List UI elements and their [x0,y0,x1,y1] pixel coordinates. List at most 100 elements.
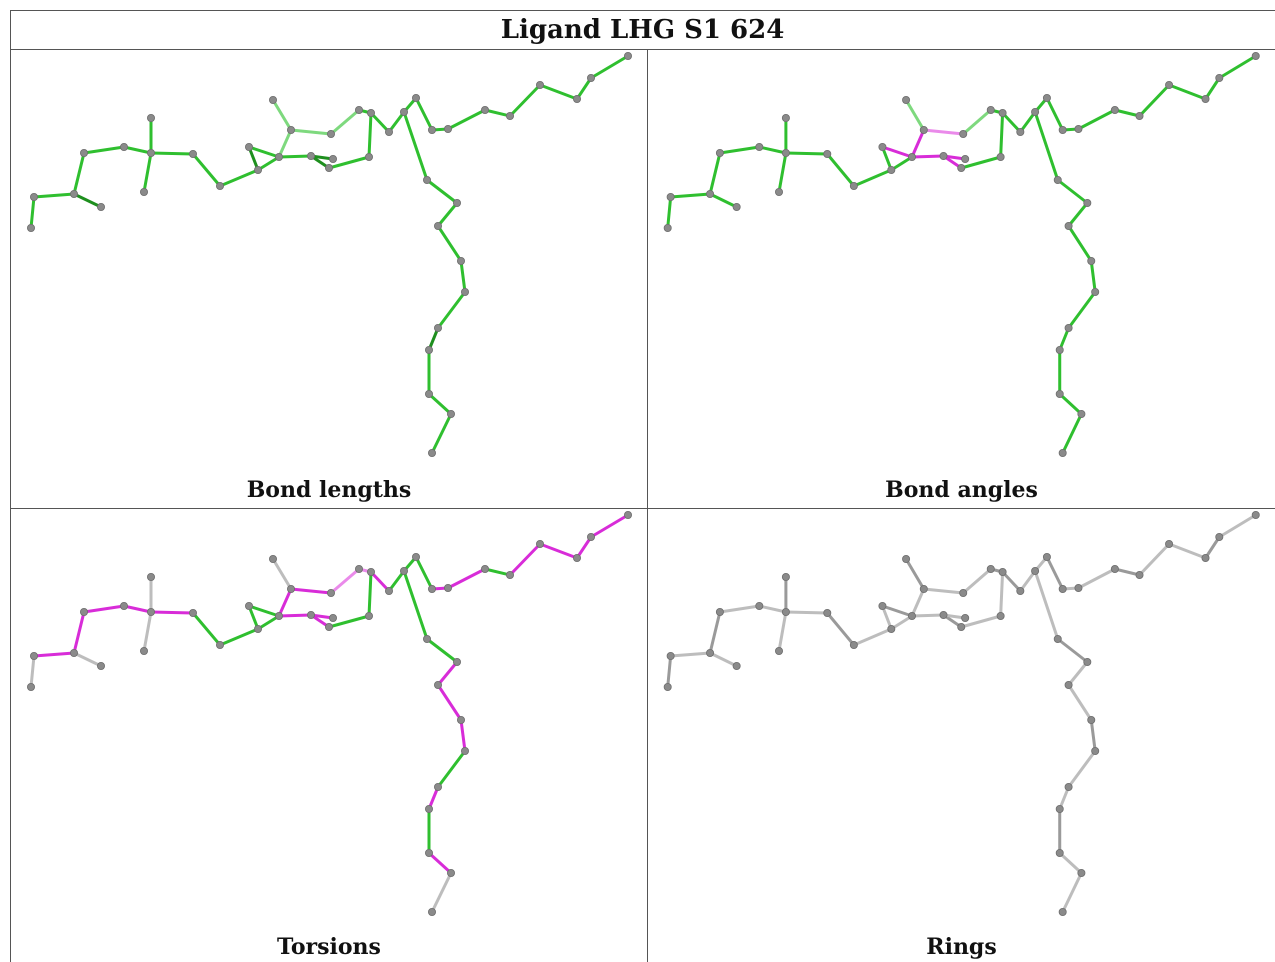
atom [907,153,916,162]
atom [433,221,442,230]
panel-bond-angles [663,52,1260,457]
bond [508,83,542,118]
caption-bond-lengths: Bond lengths [246,477,412,503]
bond [1045,96,1065,132]
atom [986,565,995,574]
atom [939,611,948,620]
atom [1215,73,1224,82]
bond [387,110,406,134]
bond [669,651,712,658]
atom [253,166,262,175]
bond [959,155,1003,170]
bond [122,604,153,614]
bond [414,555,434,591]
bond [999,570,1005,618]
atom [1077,868,1086,877]
atom [422,635,431,644]
bond [1067,201,1089,228]
bond [910,128,926,159]
bond [784,151,829,156]
bond [122,145,153,155]
bond [430,412,453,455]
atom [422,176,431,185]
atom [215,181,224,190]
atom [1251,52,1260,60]
bond [575,76,593,101]
bond [589,513,630,539]
atom [939,152,948,161]
atom [1064,782,1073,791]
atom [505,112,514,121]
bond [142,151,153,194]
atom [666,192,675,201]
atom [80,149,89,158]
atom [755,143,764,152]
atom [424,345,433,354]
bond [1067,224,1093,263]
bond [436,660,459,687]
bond [1204,535,1221,560]
atom [366,568,375,577]
bond [32,192,76,199]
bond [1167,542,1208,560]
atom [456,256,465,265]
atom [878,602,887,611]
bond [402,569,429,641]
atom [424,804,433,813]
atom [1165,539,1174,548]
atom [433,680,442,689]
atom [324,164,333,173]
caption-torsions: Torsions [277,934,381,960]
bond [1001,111,1022,134]
atom [823,150,832,159]
atom [1058,585,1067,594]
bond [72,651,103,668]
bond [425,637,459,664]
bond [1167,83,1208,101]
atom [663,223,672,232]
bond [904,557,926,591]
bond [327,155,371,170]
atom [1074,584,1083,593]
bond [1056,637,1089,664]
middle-divider [10,508,1275,509]
bond [959,614,1003,629]
bond [880,145,914,159]
atom [384,128,393,137]
atom [573,554,582,563]
atom [364,153,373,162]
bond [666,654,673,689]
atom [1058,126,1067,135]
bond [889,614,914,631]
atom [587,73,596,82]
bond [538,83,579,101]
caption-rings: Rings [926,934,997,960]
atom [26,682,35,691]
bond [1067,749,1097,789]
atom [1135,571,1144,580]
bond [149,151,195,156]
atom [80,608,89,617]
bond [1058,392,1083,416]
bond [880,604,893,631]
top-border [10,10,1275,11]
bond [218,627,260,647]
bond [427,851,453,875]
bond [777,610,788,653]
atom [706,648,715,657]
bond [191,611,222,647]
atom [1201,554,1210,563]
atom [328,155,337,164]
bond [1067,660,1089,687]
atom [139,187,148,196]
bond [459,259,467,294]
atom [443,584,452,593]
atom [146,114,155,123]
bond [446,108,487,131]
atom [998,109,1007,118]
bond [880,604,914,618]
bond [1033,110,1060,182]
panel-torsions [26,511,633,916]
bond [427,392,453,416]
